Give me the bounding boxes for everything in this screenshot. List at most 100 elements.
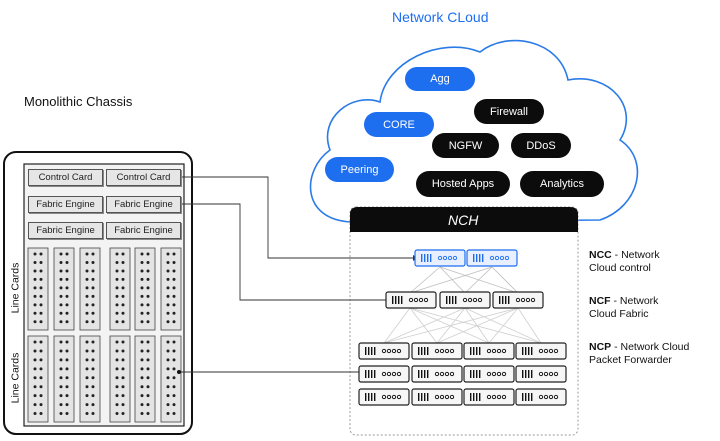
ncc-ncf-mesh xyxy=(409,266,519,294)
port-dot xyxy=(85,320,89,324)
port-dot xyxy=(33,376,37,380)
line-card-slot xyxy=(160,247,182,331)
port-dot xyxy=(85,403,89,407)
port-dot xyxy=(39,367,43,371)
port-dot xyxy=(65,286,69,290)
port-dot xyxy=(59,311,63,315)
port-dot xyxy=(65,311,69,315)
port-dot xyxy=(166,260,170,264)
line-card-slot xyxy=(79,335,101,423)
ncc-device xyxy=(414,249,466,267)
line-card-slots xyxy=(27,247,182,423)
legend-ncp-desc2: Packet Forwarder xyxy=(589,354,672,366)
port-dot xyxy=(85,286,89,290)
port-dot xyxy=(140,403,144,407)
ncp-device xyxy=(411,388,463,406)
port-dot xyxy=(166,403,170,407)
port-dot xyxy=(115,311,119,315)
port-dot xyxy=(33,294,37,298)
port-dot xyxy=(39,294,43,298)
port-dot xyxy=(121,394,125,398)
port-dot xyxy=(146,286,150,290)
network-cloud-title: Network CLoud xyxy=(392,9,489,25)
service-pill-peering: Peering xyxy=(325,157,394,182)
port-dot xyxy=(172,294,176,298)
port-dot xyxy=(172,376,176,380)
port-dot xyxy=(59,358,63,362)
port-dot xyxy=(33,303,37,307)
port-dot xyxy=(166,252,170,256)
port-dot xyxy=(146,260,150,264)
port-dot xyxy=(91,269,95,273)
port-dot xyxy=(33,320,37,324)
ncp-device xyxy=(515,365,567,383)
port-dot xyxy=(121,340,125,344)
legend-ncf-desc2: Cloud Fabric xyxy=(589,308,649,320)
port-dot xyxy=(172,412,176,416)
port-dot xyxy=(172,252,176,256)
port-dot xyxy=(121,269,125,273)
port-dot xyxy=(115,260,119,264)
port-dot xyxy=(59,303,63,307)
port-dot xyxy=(166,340,170,344)
port-dot xyxy=(33,394,37,398)
ncc-device xyxy=(466,249,518,267)
port-dot xyxy=(166,376,170,380)
legend-ncf-code: NCF xyxy=(589,295,611,307)
port-dot xyxy=(33,311,37,315)
port-dot xyxy=(146,252,150,256)
control-card-2: Control Card xyxy=(106,169,181,186)
ncp-device xyxy=(358,365,410,383)
line-card-slot xyxy=(27,335,49,423)
port-dot xyxy=(172,403,176,407)
port-dot xyxy=(166,367,170,371)
port-dot xyxy=(140,394,144,398)
port-dot xyxy=(146,277,150,281)
port-dot xyxy=(65,303,69,307)
legend-ncf-desc1: - Network xyxy=(610,295,659,307)
port-dot xyxy=(65,349,69,353)
port-dot xyxy=(146,340,150,344)
fabric-engine-4: Fabric Engine xyxy=(106,222,181,239)
port-dot xyxy=(91,376,95,380)
port-dot xyxy=(140,277,144,281)
port-dot xyxy=(115,376,119,380)
port-dot xyxy=(91,311,95,315)
port-dot xyxy=(91,320,95,324)
port-dot xyxy=(33,340,37,344)
port-dot xyxy=(166,303,170,307)
port-dot xyxy=(59,320,63,324)
port-dot xyxy=(85,385,89,389)
port-dot xyxy=(59,412,63,416)
ncp-device xyxy=(463,365,515,383)
port-dot xyxy=(121,403,125,407)
port-dot xyxy=(59,385,63,389)
fabric-to-ncf-line xyxy=(179,203,388,301)
port-dot xyxy=(65,269,69,273)
port-dot xyxy=(166,277,170,281)
port-dot xyxy=(172,358,176,362)
fabric-engine-3: Fabric Engine xyxy=(28,222,103,239)
legend-ncp-desc1: - Network Cloud xyxy=(611,341,690,353)
control-to-ncc-line xyxy=(179,176,413,259)
line-card-slot xyxy=(160,335,182,423)
port-dot xyxy=(33,412,37,416)
port-dot xyxy=(115,286,119,290)
chassis-title: Monolithic Chassis xyxy=(24,94,133,109)
legend-ncc-code: NCC xyxy=(589,249,612,261)
port-dot xyxy=(115,349,119,353)
port-dot xyxy=(146,349,150,353)
port-dot xyxy=(39,385,43,389)
nch-label: NCH xyxy=(448,212,479,228)
port-dot xyxy=(140,376,144,380)
port-dot xyxy=(59,286,63,290)
port-dot xyxy=(172,286,176,290)
port-dot xyxy=(146,294,150,298)
port-dot xyxy=(121,367,125,371)
ncp-device xyxy=(358,342,410,360)
port-dot xyxy=(33,367,37,371)
port-dot xyxy=(39,349,43,353)
port-dot xyxy=(172,269,176,273)
port-dot xyxy=(146,376,150,380)
